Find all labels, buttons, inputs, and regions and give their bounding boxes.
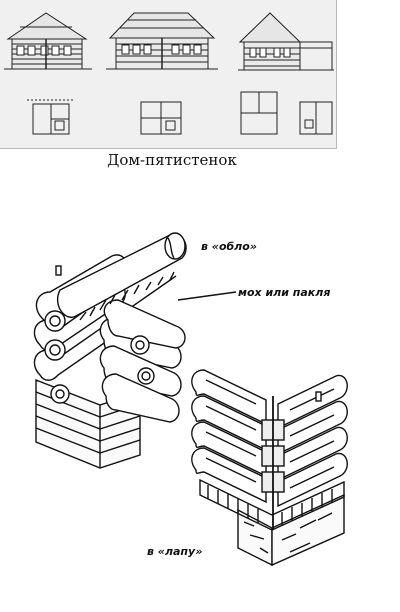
label-lapu: в «лапу»	[147, 545, 203, 558]
house-elevation-1	[4, 12, 92, 70]
label-moss-or-tow: мох или пакля	[238, 286, 331, 299]
label-oblo: в «обло»	[201, 240, 257, 253]
house-drawings-panel	[0, 0, 337, 149]
house-elevation-3	[238, 12, 334, 71]
log-joints-illustration	[33, 232, 348, 567]
house-drawings	[4, 12, 334, 135]
caption: Дом-пятистенок	[107, 151, 237, 169]
floor-plan-3	[240, 91, 333, 135]
corner-oblo	[33, 232, 237, 469]
floor-plan-1	[27, 99, 75, 135]
corner-lapu	[191, 369, 348, 567]
floor-plan-2	[140, 101, 182, 135]
house-elevation-2	[106, 12, 218, 70]
